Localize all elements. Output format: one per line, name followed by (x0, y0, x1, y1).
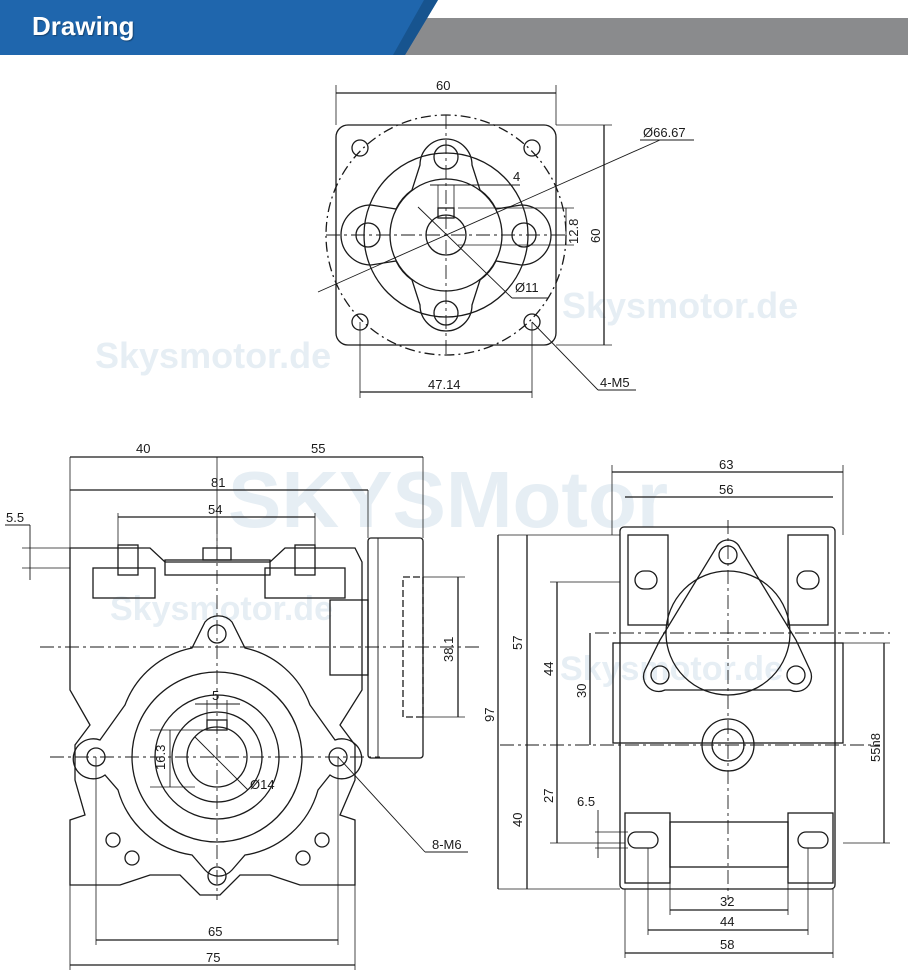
watermark-site: Skysmotor.de (560, 650, 783, 688)
dim-offset: 5.5 (6, 510, 24, 525)
front-view: 40 55 81 54 5.5 38.1 5 16.3 Ø14 8-M6 65 … (5, 441, 480, 970)
dim-inner-width: 56 (719, 482, 733, 497)
motor-flange (367, 537, 424, 759)
dim-fit: 55h8 (868, 733, 883, 762)
top-view: 60 Ø66.67 4 12.8 60 Ø11 47.14 4-M5 (317, 78, 694, 398)
dim-lower-1: 27 (541, 789, 556, 803)
dim-diameter: Ø66.67 (643, 125, 686, 140)
dim-foot: 6.5 (577, 794, 595, 809)
housing-rib (92, 567, 156, 599)
leader-bolts (531, 321, 599, 391)
dim-total-height: 97 (482, 708, 497, 722)
banner-blue-band (0, 0, 438, 55)
dim-mid: 44 (541, 662, 556, 676)
page-title: Drawing (32, 11, 135, 41)
foot-slot (797, 831, 829, 849)
dim-key-height: 16.3 (153, 745, 168, 770)
housing-rib (264, 567, 346, 599)
dim-width: 63 (719, 457, 733, 472)
dim-height-label: 60 (588, 229, 603, 243)
housing-outline (69, 547, 363, 896)
banner-gray-band (392, 18, 908, 55)
foot-hole (124, 850, 140, 866)
flange-hole (650, 665, 670, 685)
banner-graphic (0, 0, 908, 55)
dim-mount-holes: 8-M6 (432, 837, 462, 852)
dim-center: 30 (574, 684, 589, 698)
leader-mount (337, 756, 426, 853)
dim-base-2: 44 (720, 914, 734, 929)
output-flange (72, 615, 363, 877)
leader-shaft (417, 206, 513, 299)
foot-hole (105, 832, 121, 848)
flange-hole (207, 866, 227, 886)
dim-bolt-holes: 4-M5 (600, 375, 630, 390)
corner-hole (351, 139, 369, 157)
corner-hole (523, 139, 541, 157)
dim-keyway: 5 (212, 688, 219, 703)
side-view: 63 56 97 57 44 30 27 40 6.5 55h8 32 44 5… (482, 457, 890, 958)
header-banner: Drawing (0, 0, 908, 62)
dim-base-inner: 65 (208, 924, 222, 939)
dim-key-height: 12.8 (566, 219, 581, 244)
watermark-site: Skysmotor.de (110, 590, 333, 628)
flange-hole (786, 665, 806, 685)
watermark-layer: SKYSMotor Skysmotor.de Skysmotor.de Skys… (95, 285, 798, 688)
four-lobe-flange (340, 138, 552, 332)
leader-bore (194, 736, 249, 791)
dim-base-outer: 75 (206, 950, 220, 965)
dim-left: 40 (136, 441, 150, 456)
leader-diameter (317, 139, 661, 293)
foot-hole (295, 850, 311, 866)
slot (634, 570, 658, 590)
foot-bridge (669, 821, 789, 868)
dim-right: 55 (311, 441, 325, 456)
dim-overall: 81 (211, 475, 225, 490)
dim-bolt-spacing-label: 47.14 (428, 377, 461, 392)
watermark-site: Skysmotor.de (95, 335, 331, 376)
top-boss (117, 544, 139, 576)
dim-lower-2: 40 (510, 813, 525, 827)
side-lug (627, 534, 669, 626)
side-lug (787, 534, 829, 626)
banner-blue-edge (393, 0, 438, 55)
foot-hole (314, 832, 330, 848)
top-boss (294, 544, 316, 576)
side-body (612, 642, 844, 744)
dim-base-1: 32 (720, 894, 734, 909)
dim-top-span: 54 (208, 502, 222, 517)
side-flange (642, 539, 813, 693)
dim-width: 60 (436, 78, 450, 93)
dim-keyway: 4 (513, 169, 520, 184)
dim-base-3: 58 (720, 937, 734, 952)
watermark-brand: SKYSMotor (228, 455, 668, 544)
dim-bore: Ø14 (250, 777, 275, 792)
motor-adapter (329, 599, 369, 676)
foot-slot (627, 831, 659, 849)
dim-flange: 38.1 (441, 637, 456, 662)
watermark-site: Skysmotor.de (562, 285, 798, 326)
dim-shaft: Ø11 (515, 280, 539, 295)
dim-upper: 57 (510, 636, 525, 650)
slot (796, 570, 820, 590)
side-housing (619, 526, 836, 890)
